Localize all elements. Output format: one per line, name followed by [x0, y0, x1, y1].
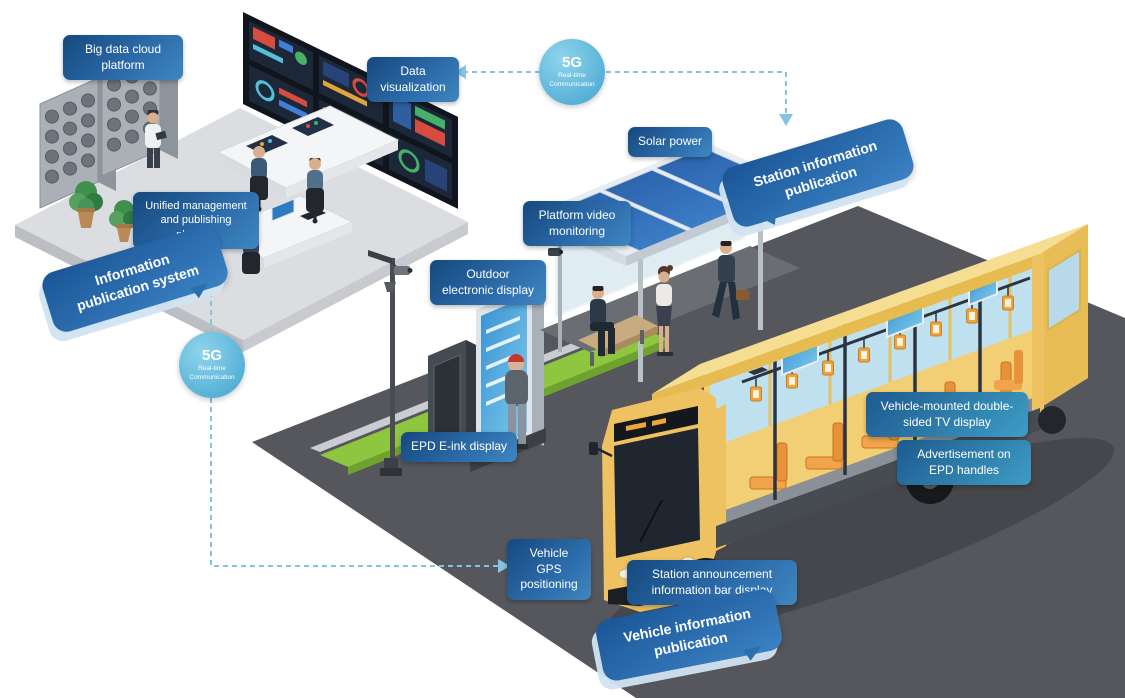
- badge-5g-top: 5G Real-time Communication: [539, 39, 605, 105]
- bus-cut-pillar: [714, 404, 726, 552]
- badge-5g-line2: Communication: [549, 80, 595, 88]
- plant: [69, 181, 103, 228]
- person-operator: [306, 158, 324, 224]
- badge-5g-line2: Communication: [189, 373, 235, 381]
- connector-arrows: [454, 65, 793, 573]
- label-solar-power: Solar power: [628, 127, 713, 157]
- lamp-post: [368, 250, 413, 476]
- badge-5g-title: 5G: [561, 54, 582, 72]
- person-technician: [145, 110, 167, 168]
- label-epd-eink-display: EPD E-ink display: [401, 432, 518, 462]
- label-advertisement-epd-handles: Advertisement on EPD handles: [897, 440, 1031, 486]
- person-pedestrian: [505, 354, 528, 449]
- bus-wheel: [1038, 406, 1066, 434]
- windshield: [614, 428, 700, 558]
- label-vehicle-gps-positioning: Vehicle GPS positioning: [507, 539, 591, 600]
- person-sitting: [590, 286, 615, 356]
- platform-camera: [548, 248, 563, 256]
- label-big-data-cloud-platform: Big data cloud platform: [63, 35, 183, 81]
- route-display-bar: [614, 406, 698, 442]
- person-standing: [656, 265, 673, 356]
- label-vehicle-mounted-tv-display: Vehicle-mounted double-sided TV display: [866, 392, 1028, 438]
- label-outdoor-electronic-display: Outdoor electronic display: [430, 260, 546, 306]
- label-platform-video-monitoring: Platform video monitoring: [523, 201, 631, 247]
- bus-shelter: [534, 142, 800, 382]
- epd-handle-ads: [750, 286, 1014, 402]
- plant: [109, 200, 139, 242]
- bus-rear: [1040, 224, 1088, 408]
- data-visualization-wall: [243, 12, 458, 209]
- cctv-camera: [391, 261, 413, 275]
- badge-5g-line1: Real-time: [198, 365, 226, 373]
- label-data-visualization: Data visualization: [367, 57, 459, 103]
- connector-lines: [210, 71, 787, 567]
- badge-5g-title: 5G: [201, 347, 222, 365]
- bus-roof: [652, 224, 1088, 406]
- bus-cut-pillar: [1032, 252, 1044, 418]
- badge-5g-line1: Real-time: [558, 72, 586, 80]
- person-walking: [712, 241, 749, 320]
- badge-5g-left: 5G Real-time Communication: [179, 332, 245, 398]
- bus: [589, 224, 1115, 642]
